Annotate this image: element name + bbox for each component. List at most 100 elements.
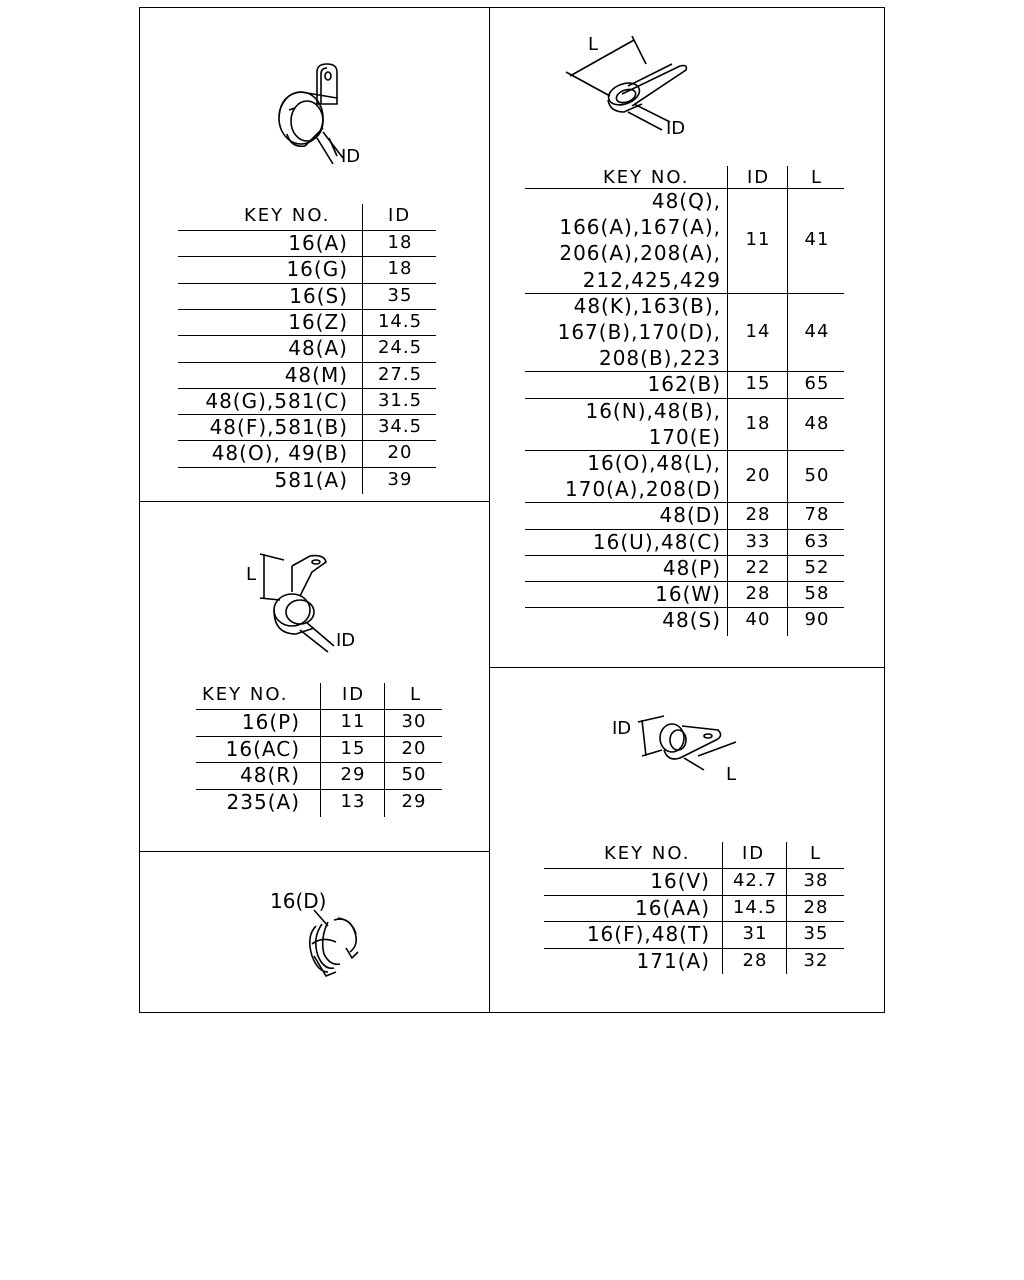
table-row: 162(B) 15 65 [525,371,844,397]
row-rule [178,308,436,310]
key-no-line: 16(O),48(L), [587,451,721,475]
l-cell: 58 [804,583,830,605]
row-rule [196,762,442,763]
row-rule [178,230,436,231]
key-no-cell: 48(R) [240,763,300,787]
diagram-frame [139,7,885,1013]
id-cell: 22 [745,556,771,578]
key-no-cell: 16(F),48(T) [586,922,710,946]
clamp-a-drawing: ID [265,58,375,173]
id-cell: 31 [742,923,768,944]
key-no-line: 16(W) [655,582,721,606]
clamp-b-l-label: L [246,564,256,585]
row-rule [178,387,436,389]
row-rule [525,528,844,530]
id-cell: 28 [745,583,771,605]
key-no-line: 48(D) [659,503,721,528]
panel-d-col-divider-2 [787,166,788,636]
table-row: 16(Z)14.5 [178,309,436,335]
id-cell: 14.5 [377,310,423,332]
row-rule [525,450,844,451]
clamp-e-id-label: ID [612,718,631,739]
key-no-line: 16(U),48(C) [592,529,721,554]
id-cell: 20 [745,465,771,487]
panel-a-col-divider [362,204,363,494]
id-cell: 15 [340,737,366,759]
clamp-c-drawing: 16(D) [266,886,376,986]
spring-clip-icon: 16(D) [270,889,359,977]
panel-d-col-divider-1 [727,166,728,636]
row-rule [544,921,844,922]
row-rule [196,788,442,790]
row-rule [178,466,436,468]
id-cell: 20 [387,442,413,464]
row-rule [525,502,844,504]
row-rule [525,397,844,399]
key-no-line: 212,425,429 [582,267,721,292]
table-row: 16(A)18 [178,230,436,256]
header-l: L [810,843,823,864]
row-rule [525,188,844,189]
row-rule [178,361,436,363]
table-row: 171(A) 28 32 [544,948,844,975]
key-no-line: 166(A),167(A), [559,215,721,240]
row-rule [525,292,844,294]
key-no-line: 206(A),208(A), [559,241,721,266]
clamp-d-l-label: L [588,34,598,55]
p-clamp-offset-icon: L ID [246,553,355,653]
key-no-line: 170(A),208(D) [565,477,721,502]
key-no-cell: 171(A) [636,948,710,973]
key-no-line: 167(B),170(D), [557,319,721,344]
panel-divider-right [489,667,885,668]
header-id: ID [388,205,412,226]
l-cell: 65 [804,373,830,395]
panel-divider-left-1 [139,501,490,502]
key-no-line: 48(P) [662,555,721,580]
row-rule [525,581,844,582]
clamp-b-drawing: L ID [244,548,364,653]
id-cell: 34.5 [377,416,423,438]
key-no-cell: 16(AA) [635,895,710,920]
id-cell: 15 [745,373,771,395]
l-cell: 63 [804,530,830,552]
id-cell: 27.5 [377,363,423,385]
key-no-cell: 16(G) [286,257,348,282]
l-cell: 30 [401,711,427,732]
key-no-cell: 48(M) [284,362,348,387]
clamp-d-id-label: ID [666,118,685,139]
id-cell: 35 [387,284,413,306]
row-rule [525,554,844,556]
row-rule [178,440,436,442]
l-cell: 90 [804,609,830,631]
table-row: 16(W) 28 58 [525,581,844,607]
id-cell: 28 [742,949,768,971]
row-rule [525,607,844,609]
clamp-c-callout: 16(D) [270,889,326,913]
id-cell: 39 [387,468,413,490]
clamp-d-drawing: L ID [562,30,702,140]
table-row: 48(F),581(B)34.5 [178,414,436,440]
key-no-cell: 581(A) [274,467,348,492]
key-no-line: 162(B) [647,372,721,397]
panel-d-table: KEY NO. ID L 48(Q),166(A),167(A),206(A),… [525,166,844,636]
header-key-no: KEY NO. [604,843,691,864]
header-l: L [410,684,423,705]
key-no-cell: 16(AC) [225,736,300,761]
row-rule [178,282,436,284]
panel-divider-vertical [489,7,490,1013]
key-no-cell: 235(A) [226,789,300,814]
l-cell: 32 [803,949,829,971]
row-rule [178,414,436,416]
l-cell: 41 [804,229,830,251]
row-rule [525,371,844,373]
id-cell: 14 [745,321,771,343]
row-rule [544,894,844,896]
